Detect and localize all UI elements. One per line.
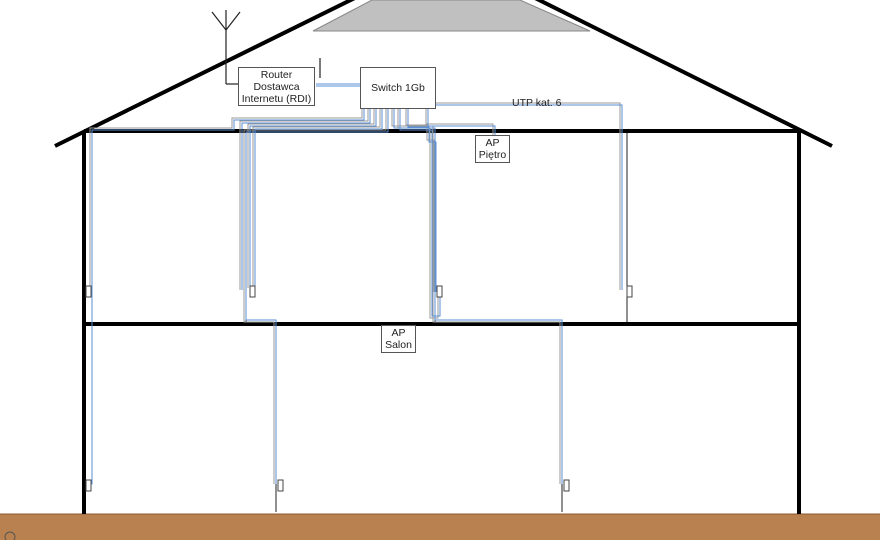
cable-type-label: UTP kat. 6 bbox=[512, 97, 562, 109]
switch-box: Switch 1Gb bbox=[360, 67, 436, 109]
socket bbox=[85, 285, 92, 298]
router-label-line3: Internetu (RDI) bbox=[241, 92, 312, 105]
ap-pietro-line1: AP bbox=[485, 137, 500, 149]
roof bbox=[54, 0, 833, 148]
ground bbox=[0, 514, 880, 540]
socket bbox=[626, 285, 633, 298]
socket bbox=[85, 479, 92, 492]
ap-pietro-box: AP Piętro bbox=[475, 135, 510, 163]
ap-salon-line1: AP bbox=[391, 327, 406, 339]
router-label-line1: Router bbox=[260, 68, 293, 81]
socket bbox=[436, 285, 443, 298]
switch-label: Switch 1Gb bbox=[371, 82, 425, 94]
socket bbox=[249, 285, 256, 298]
utp-cables bbox=[86, 83, 623, 485]
attic-vent bbox=[312, 0, 591, 32]
house-walls bbox=[82, 129, 801, 514]
ap-salon-box: AP Salon bbox=[381, 325, 416, 353]
ap-salon-line2: Salon bbox=[385, 339, 412, 351]
socket bbox=[277, 479, 284, 492]
wall-sockets bbox=[85, 285, 633, 492]
antenna bbox=[211, 10, 321, 85]
router-label-line2: Dostawca bbox=[253, 80, 300, 93]
router-box: Router Dostawca Internetu (RDI) bbox=[238, 67, 315, 106]
socket bbox=[563, 479, 570, 492]
ap-pietro-line2: Piętro bbox=[478, 149, 507, 161]
